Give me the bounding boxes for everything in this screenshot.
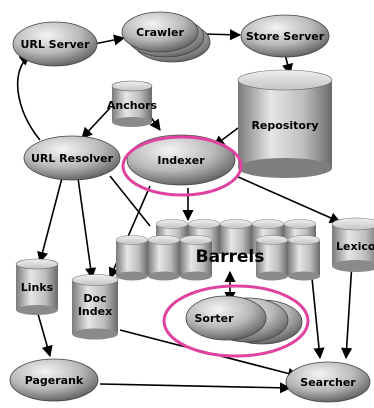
edge-barrels-searcher: [311, 277, 325, 360]
edge-urlresolver-urlserver: [16, 54, 41, 141]
edge-urlresolver-barrels: [109, 175, 151, 227]
crawler-label: Crawler: [136, 26, 184, 39]
links-node: Links: [15, 258, 59, 315]
doc-index-label-line2: Index: [78, 305, 112, 318]
edge-links-pagerank: [37, 313, 53, 358]
repository-label: Repository: [251, 119, 318, 132]
edge-urlserver-crawler: [93, 34, 126, 46]
edge-urlresolver-links: [37, 177, 63, 264]
store-server-label: Store Server: [246, 30, 325, 43]
repository-node: Repository: [237, 69, 333, 178]
edge-anchors-urlresolver: [81, 107, 111, 139]
store-server-node: Store Server: [240, 14, 330, 58]
edge-crawler-storeserver: [203, 29, 242, 41]
sorter-label: Sorter: [194, 312, 234, 325]
sorter-highlight: [162, 284, 310, 358]
edge-urlresolver-docindex: [77, 177, 97, 280]
indexer-label: Indexer: [157, 154, 205, 167]
anchors-node: Anchors: [107, 80, 158, 127]
searcher-node: Searcher: [285, 361, 371, 403]
pagerank-node: Pagerank: [9, 358, 99, 402]
doc-index-label-line1: Doc: [83, 292, 106, 305]
url-server-node: URL Server: [12, 21, 98, 67]
sorter-node: Sorter: [185, 295, 303, 345]
edge-pagerank-searcher: [99, 382, 292, 394]
anchors-label: Anchors: [107, 99, 158, 112]
searcher-label: Searcher: [300, 376, 356, 389]
barrels-label: Barrels: [196, 247, 265, 267]
lexicon-label: Lexicon: [336, 240, 374, 253]
indexer-node: Indexer: [126, 134, 236, 186]
doc-index-node: Doc Index: [71, 274, 119, 340]
indexer-highlight: [121, 135, 243, 197]
url-server-label: URL Server: [20, 38, 90, 51]
barrels-front-row: [115, 235, 321, 281]
pagerank-label: Pagerank: [25, 374, 84, 387]
lexicon-node: Lexicon: [331, 217, 374, 272]
edge-lexicon-searcher: [341, 261, 353, 360]
url-resolver-label: URL Resolver: [31, 152, 114, 165]
crawler-node: Crawler: [121, 11, 211, 63]
edge-indexer-lexicon: [235, 175, 342, 224]
links-label: Links: [21, 281, 54, 294]
barrels-node: Barrels: [115, 219, 321, 281]
url-resolver-node: URL Resolver: [23, 135, 121, 181]
